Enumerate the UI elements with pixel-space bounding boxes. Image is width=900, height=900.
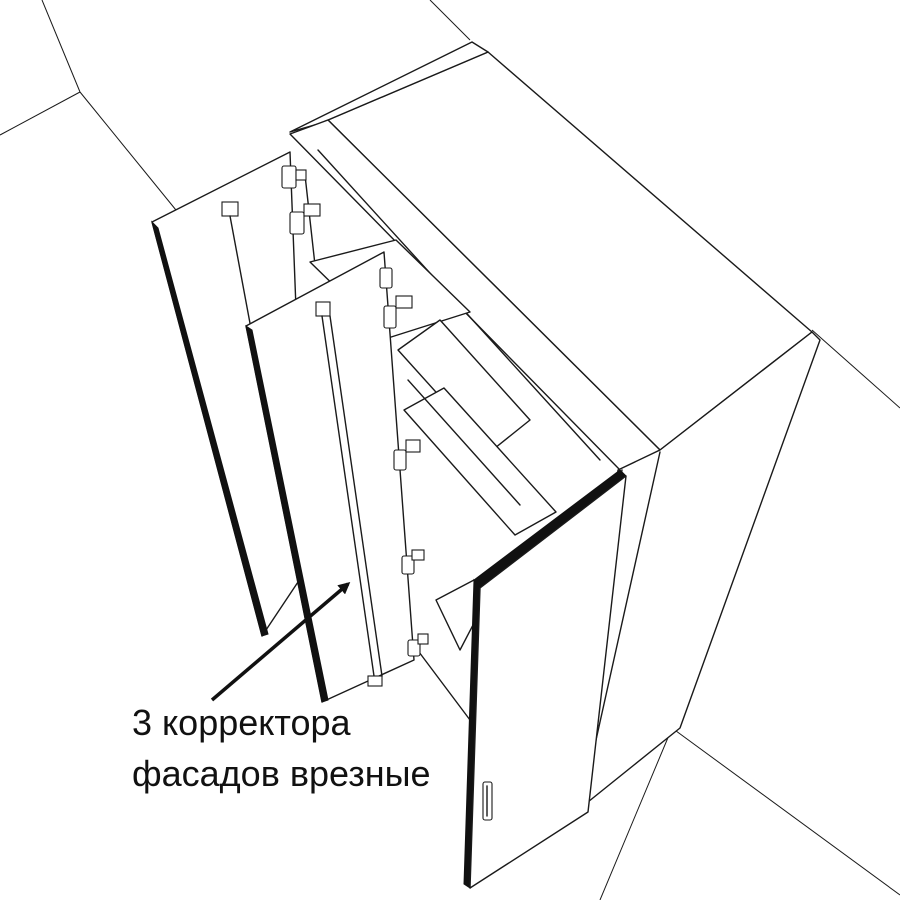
- corrector-cap-top-icon: [221, 201, 239, 217]
- left-door-back: [151, 151, 321, 637]
- hinge-icon: [379, 267, 393, 289]
- cabinet-body: [289, 41, 821, 829]
- left-door-front-edge: [245, 324, 329, 703]
- right-door-face: [469, 475, 627, 889]
- right-door: [463, 469, 627, 889]
- corrector-cap-icon: [315, 301, 331, 317]
- left-door-front: [245, 251, 429, 703]
- hinge-icon: [407, 633, 429, 657]
- interior-shelves: [309, 239, 557, 721]
- left-door-back-edge: [151, 220, 269, 637]
- hinge-icon: [401, 549, 425, 575]
- corrector-rod-1: [229, 215, 253, 335]
- corrector-rod-2: [321, 315, 375, 677]
- hinge-icon: [281, 165, 307, 189]
- annotation-line-1: 3 корректора: [132, 702, 351, 743]
- corrector-cap-bottom-icon: [367, 675, 383, 687]
- hinge-icon: [383, 295, 413, 329]
- hinge-icon: [393, 439, 421, 471]
- cabinet-right-side: [577, 331, 821, 811]
- arrow-pointer-icon: [210, 582, 351, 702]
- annotation-line-2: фасадов врезные: [132, 753, 431, 794]
- hinge-icon: [289, 203, 321, 235]
- shelf-middle-2: [403, 387, 557, 536]
